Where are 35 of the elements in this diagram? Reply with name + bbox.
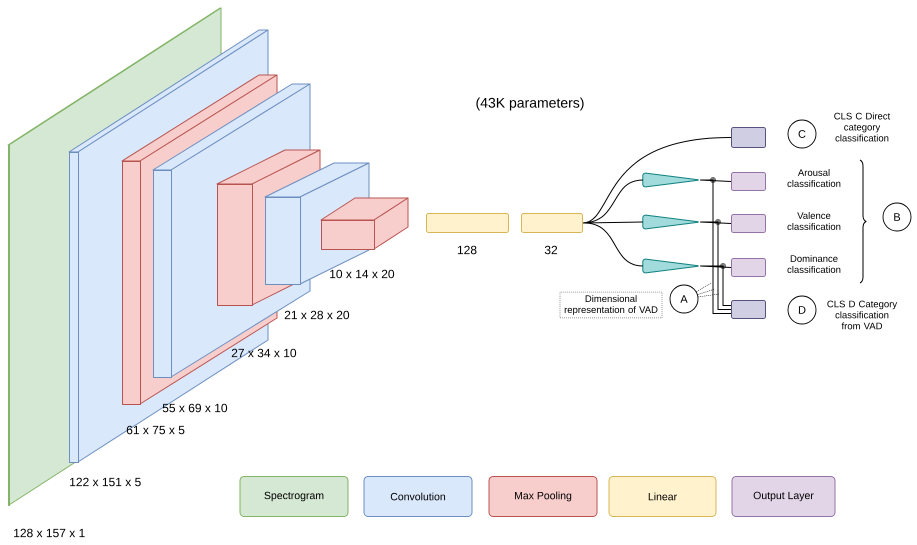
output-label: CLS C Direct category classification xyxy=(834,112,890,142)
leader-line xyxy=(696,282,712,292)
title-label: (43K parameters) xyxy=(476,97,584,111)
size-label: 61 x 75 x 5 xyxy=(126,426,184,434)
pooling-block xyxy=(320,198,408,250)
layer-label: Valence classification xyxy=(787,212,840,230)
output-box xyxy=(731,172,766,191)
size-label: 122 x 151 x 5 xyxy=(70,478,141,486)
output-box xyxy=(731,258,766,277)
connector xyxy=(700,266,732,306)
layer-label: Dominance classification xyxy=(787,255,840,273)
note-box: Dimensional representation of VAD xyxy=(560,292,662,318)
connector xyxy=(582,222,644,266)
output-box xyxy=(731,300,766,319)
size-label: 128 x 157 x 1 xyxy=(14,528,85,538)
triangle-layer xyxy=(642,172,699,188)
size-label: 55 x 69 x 10 xyxy=(162,404,228,412)
connector xyxy=(700,222,732,310)
connector xyxy=(700,180,732,314)
size-label: 27 x 34 x 10 xyxy=(232,348,296,358)
size-label: 32 xyxy=(544,246,558,254)
output-box xyxy=(731,127,766,148)
triangle-layer xyxy=(642,214,699,230)
size-label: 21 x 28 x 20 xyxy=(284,310,350,320)
linear-box xyxy=(426,213,509,233)
leader-line xyxy=(697,288,716,295)
size-label: 10 x 14 x 20 xyxy=(330,270,394,278)
triangle-layer xyxy=(642,258,699,274)
output-label: CLS D Category classification from VAD xyxy=(827,300,898,330)
layer-label: Arousal classification xyxy=(787,169,840,187)
linear-box xyxy=(521,213,583,233)
leader-line xyxy=(698,294,720,298)
output-box xyxy=(731,214,766,233)
connector xyxy=(582,137,732,224)
size-label: 128 xyxy=(458,246,476,254)
